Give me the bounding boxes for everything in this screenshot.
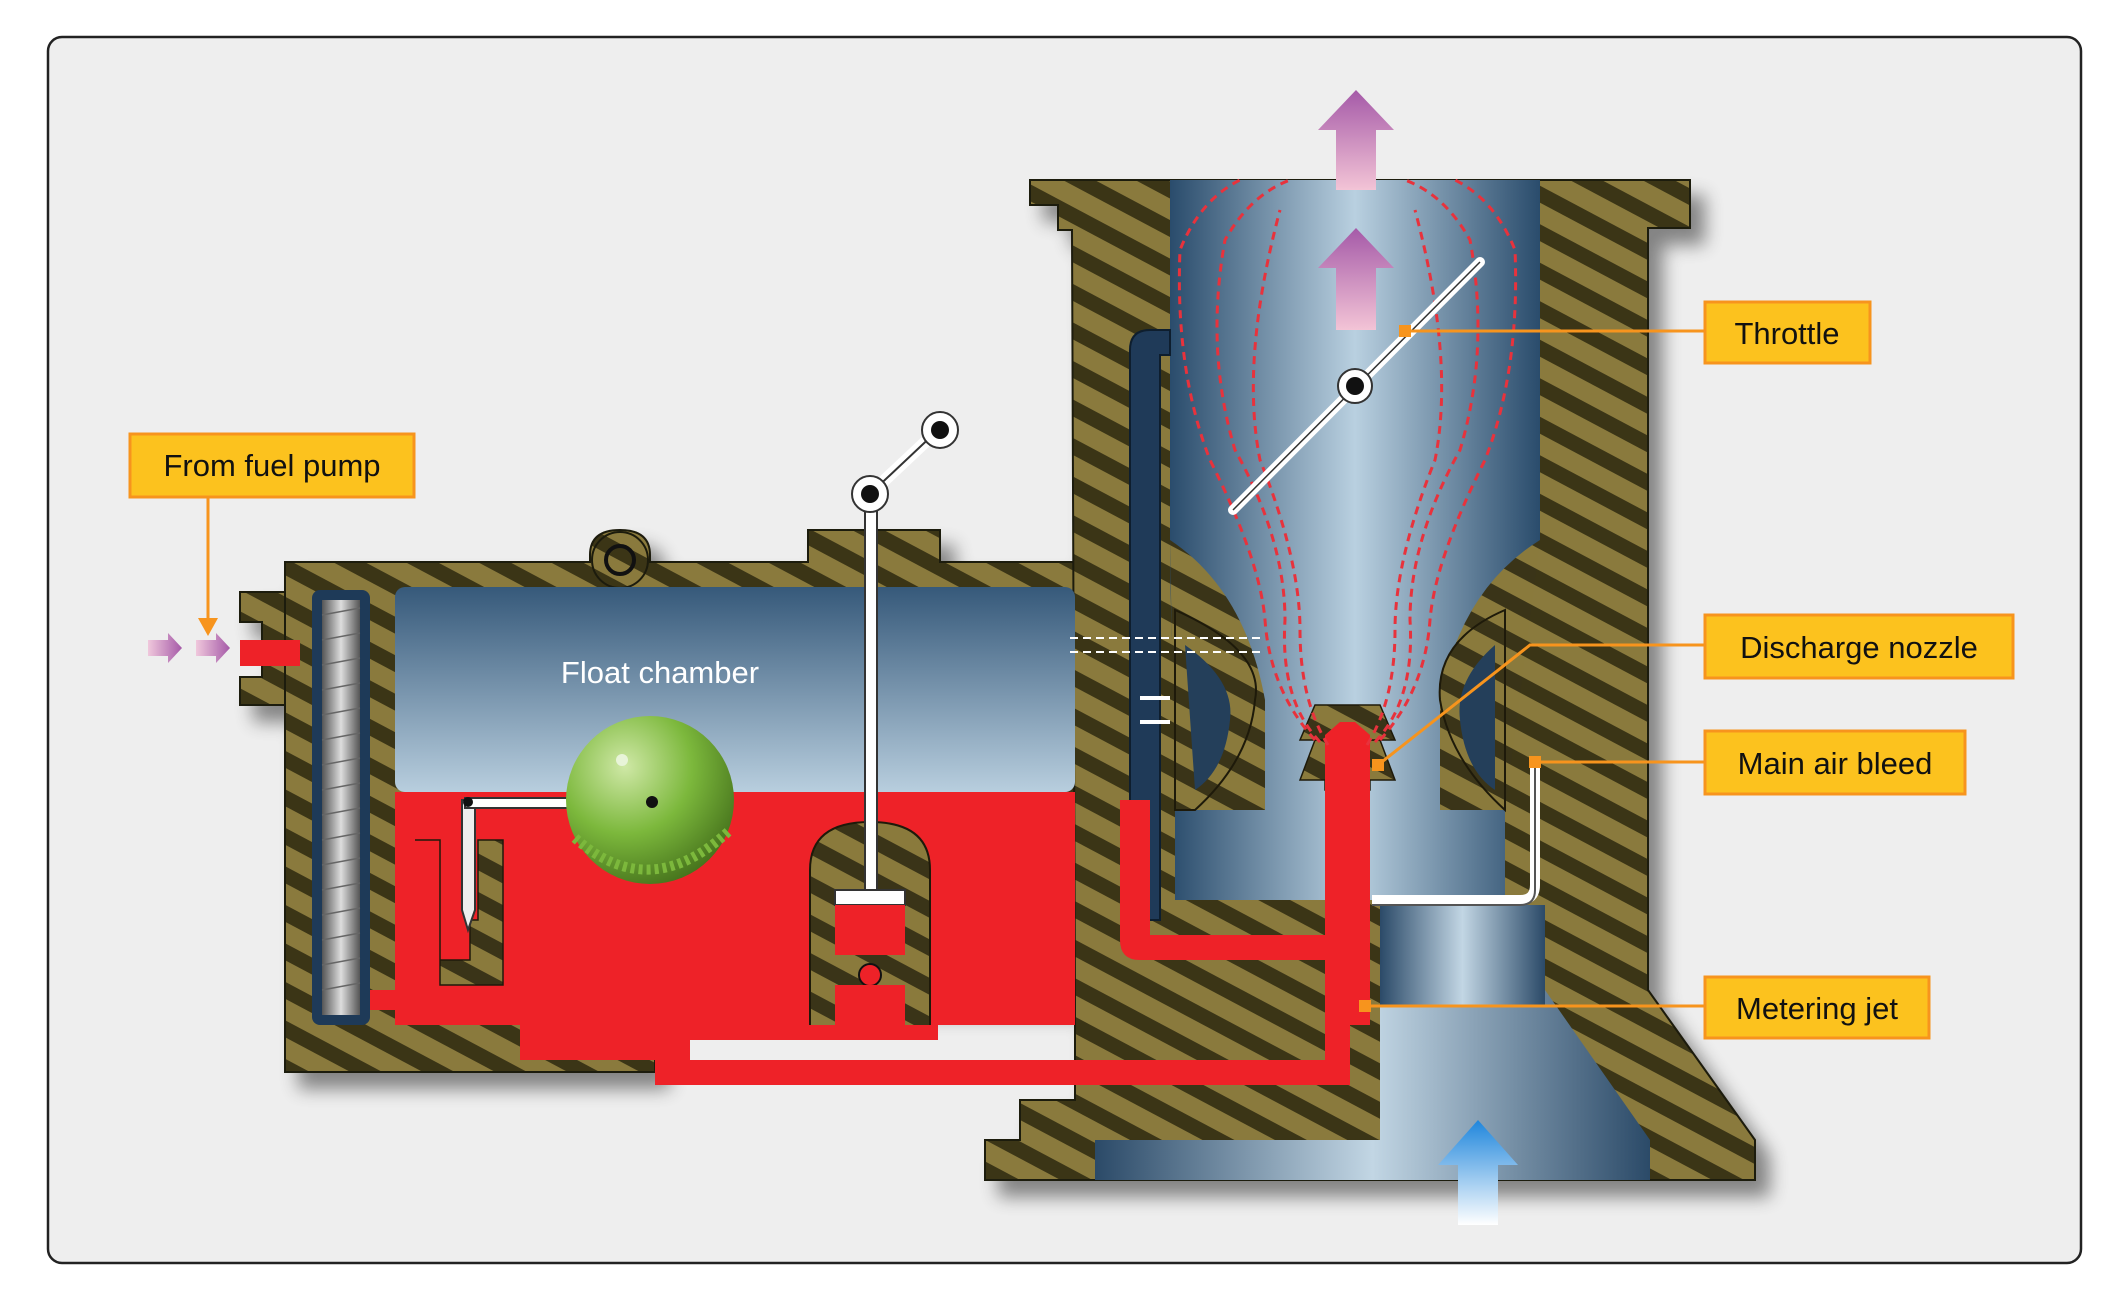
airflow-inner-arrow-icon bbox=[1318, 228, 1394, 330]
label-box-throttle bbox=[1703, 300, 1872, 365]
strainer-mesh bbox=[321, 607, 361, 991]
vent-hole-icon bbox=[604, 544, 636, 576]
label-main-air-bleed: Main air bleed bbox=[1738, 746, 1933, 781]
label-metering-jet: Metering jet bbox=[1736, 991, 1898, 1026]
strainer-outlet-passage bbox=[370, 850, 440, 1010]
venturi-throat bbox=[1170, 180, 1540, 900]
accelerator-pump bbox=[809, 411, 959, 1025]
label-throttle: Throttle bbox=[1734, 316, 1839, 351]
label-box-main-air-bleed bbox=[1703, 729, 1967, 796]
float-vent-lines bbox=[1070, 637, 1265, 653]
float bbox=[566, 716, 734, 884]
label-box-metering-jet bbox=[1703, 975, 1931, 1040]
label-box-discharge-nozzle bbox=[1703, 613, 2015, 680]
air-intake-arrow-icon bbox=[1438, 1120, 1518, 1225]
leader-discharge-nozzle bbox=[1377, 643, 1705, 767]
main-fuel-passage bbox=[655, 1020, 1350, 1085]
label-discharge-nozzle: Discharge nozzle bbox=[1740, 630, 1978, 665]
idle-air-passage bbox=[1129, 329, 1171, 921]
label-box-from-fuel-pump bbox=[128, 432, 416, 499]
fuel-strainer bbox=[322, 600, 360, 1015]
fuel-inflow-arrow-icon bbox=[148, 633, 230, 663]
throttle-plate bbox=[1228, 257, 1485, 515]
airflow-exit-arrow-icon bbox=[1318, 90, 1394, 190]
idle-air-ports bbox=[1140, 696, 1170, 724]
label-from-fuel-pump: From fuel pump bbox=[163, 448, 380, 483]
label-float-chamber: Float chamber bbox=[561, 655, 759, 690]
discharge-nozzle-tip bbox=[1325, 735, 1370, 795]
fuel-inlet-passage bbox=[240, 640, 300, 666]
